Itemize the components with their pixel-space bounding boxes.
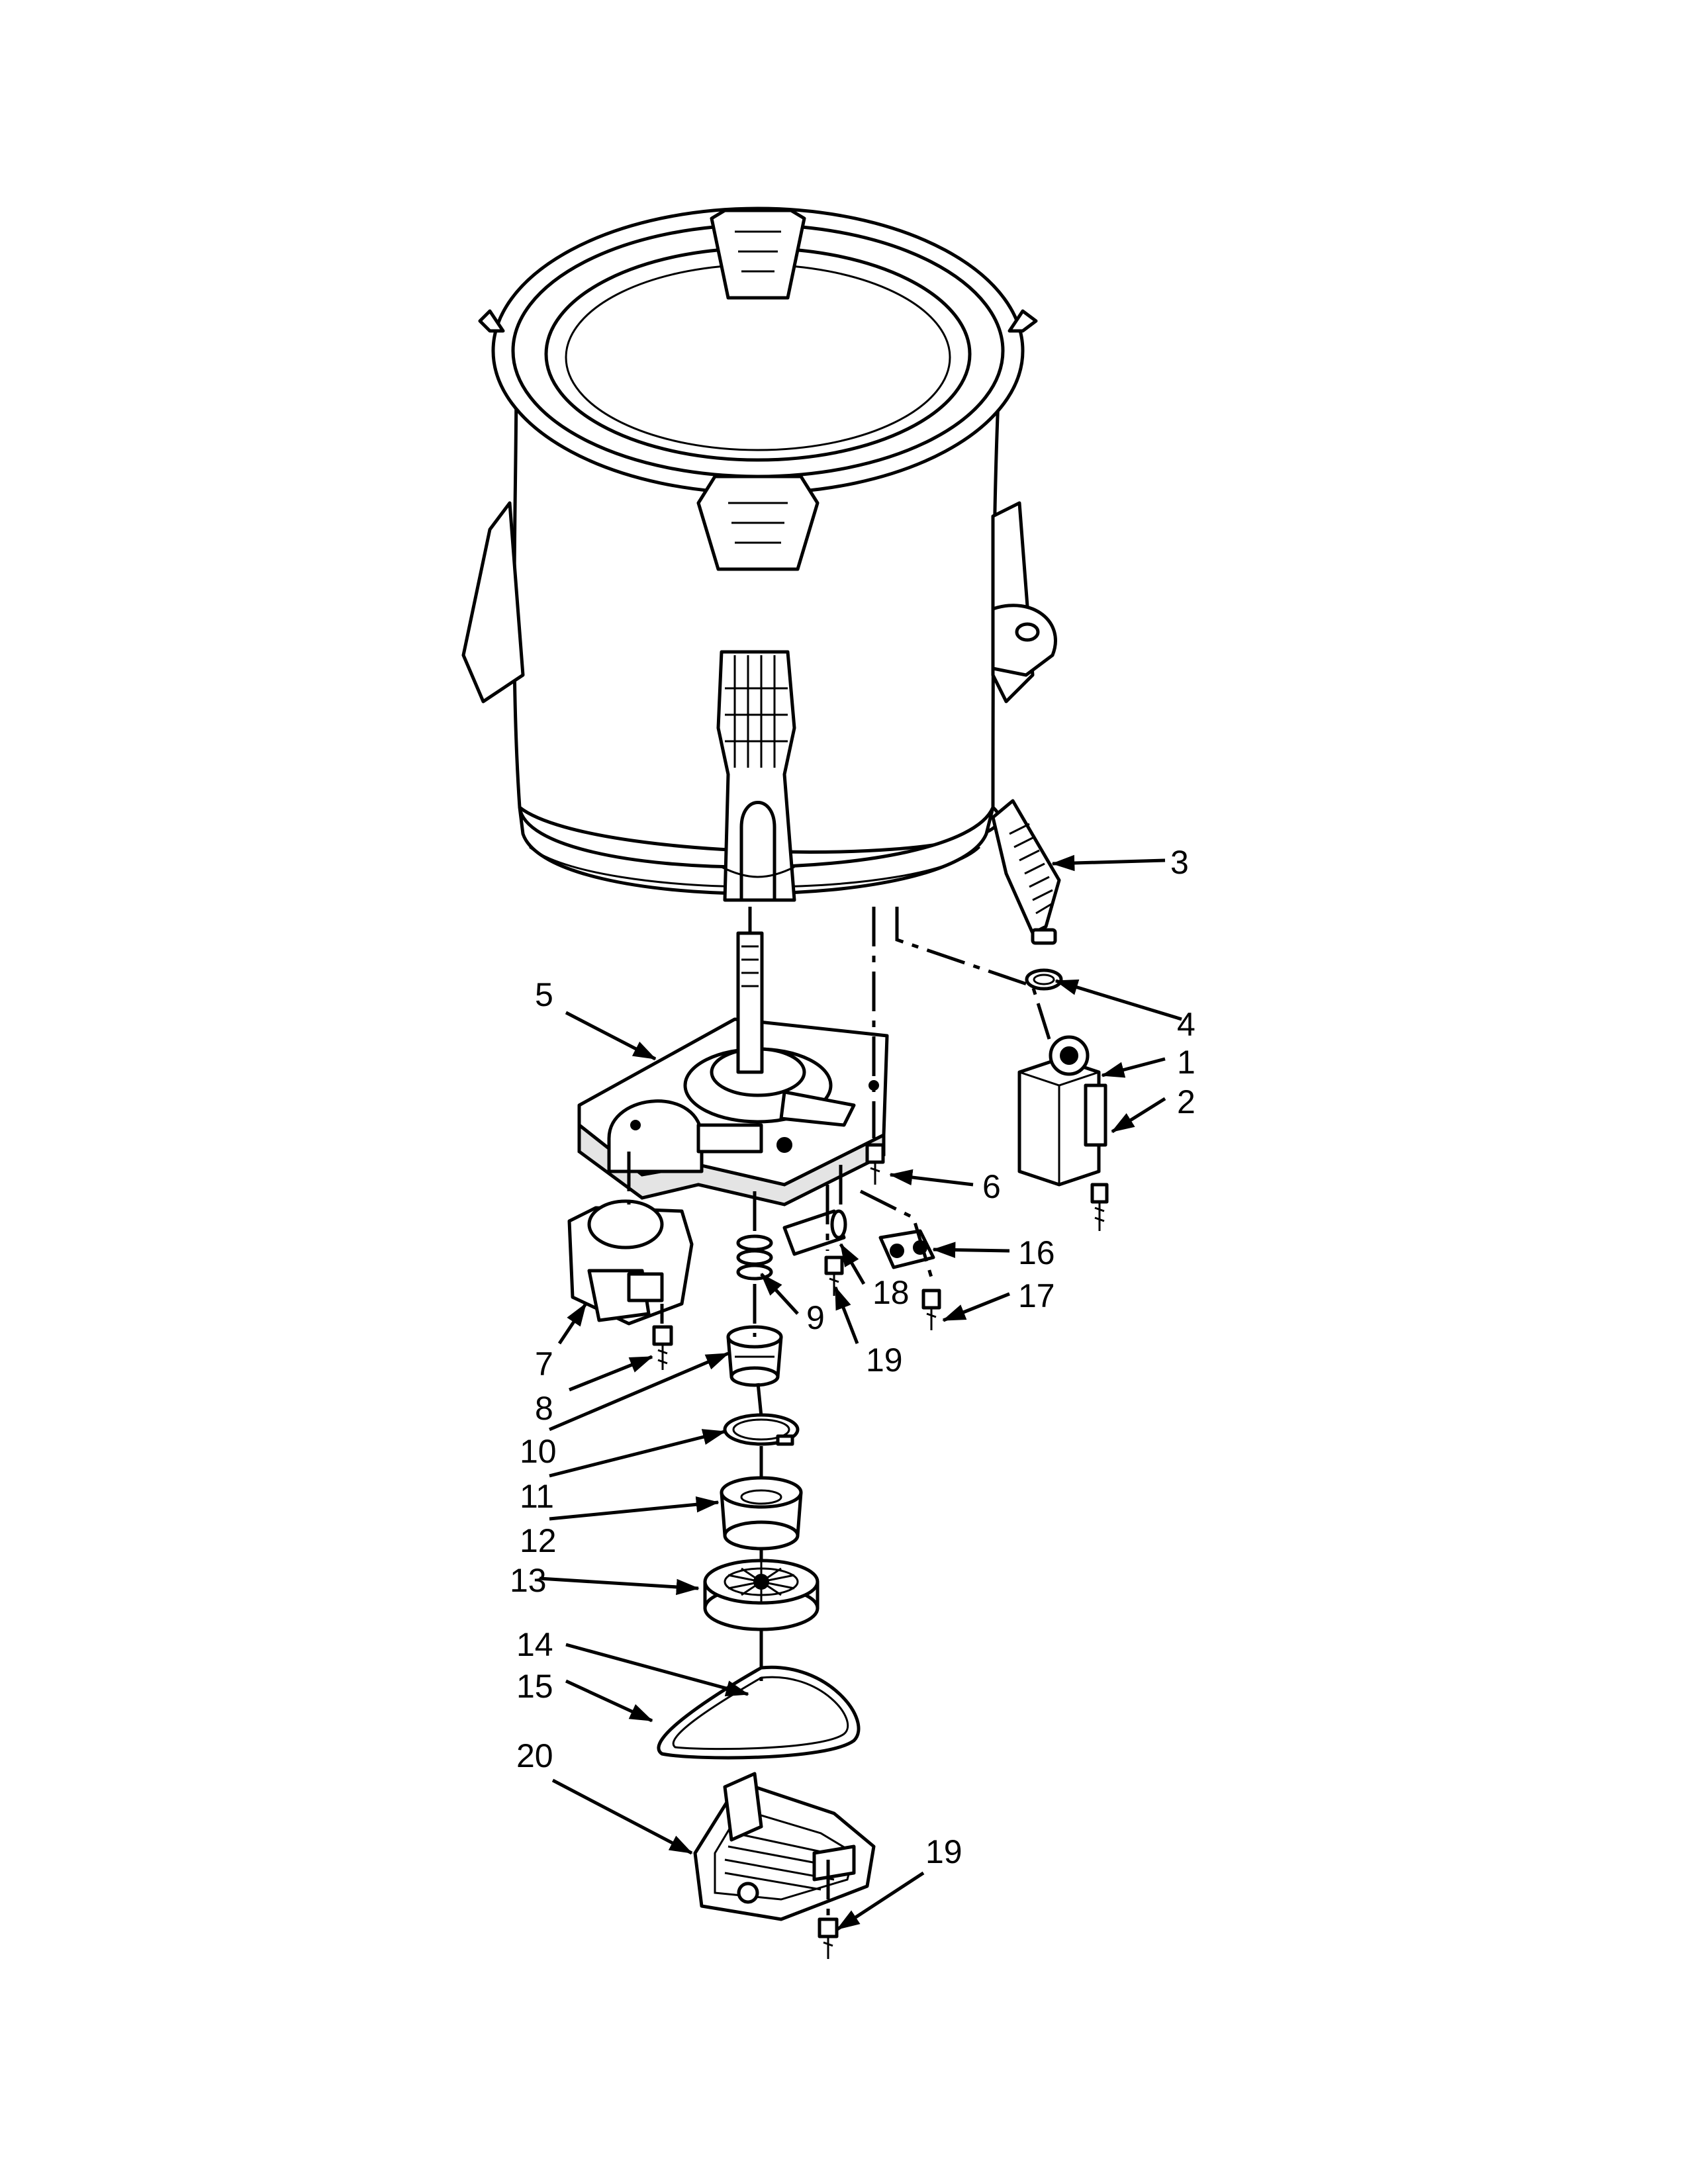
- bracket-screw: [818, 1917, 839, 1959]
- capacitor: [782, 1209, 847, 1256]
- motor-mount-bracket: [693, 1772, 876, 1921]
- motor-screw: [652, 1325, 673, 1370]
- callout-4: 4: [1177, 1006, 1196, 1043]
- callout-17: 17: [1018, 1277, 1055, 1314]
- callout-19-upper: 19: [866, 1342, 903, 1379]
- tub-ring: [478, 206, 1038, 571]
- drive-pulley: [703, 1559, 820, 1631]
- gearcase-and-mounting-plate: [577, 931, 889, 1206]
- callout-8: 8: [535, 1390, 553, 1427]
- retaining-ring: [723, 1413, 800, 1446]
- drive-motor: [567, 1199, 694, 1326]
- lid-switch-module: [878, 1229, 935, 1269]
- callout-13: 13: [510, 1562, 547, 1599]
- callout-14: 14: [516, 1626, 553, 1663]
- callout-9: 9: [806, 1299, 825, 1336]
- callout-18: 18: [872, 1274, 910, 1311]
- callout-numbers: 1 2 3 4 5 6 7 8 9 10 11 12 13 14 15 16 1…: [510, 844, 1196, 1870]
- callout-6: 6: [982, 1168, 1001, 1205]
- tub-reinforcement-rib: [716, 650, 796, 902]
- hose-clamp: [1025, 968, 1063, 991]
- callout-20: 20: [516, 1737, 553, 1774]
- pump-screw: [1090, 1183, 1109, 1231]
- outer-tub: [461, 369, 1057, 895]
- callout-10: 10: [520, 1433, 557, 1470]
- callout-3: 3: [1170, 844, 1189, 881]
- callout-5: 5: [535, 976, 553, 1013]
- spring: [736, 1234, 773, 1281]
- callout-16: 16: [1018, 1234, 1055, 1271]
- assembly-lines: [627, 907, 1051, 1916]
- leader-lines: [539, 854, 1182, 1931]
- callout-11: 11: [520, 1478, 554, 1515]
- capacitor-screw: [824, 1255, 844, 1296]
- callout-7: 7: [535, 1345, 553, 1383]
- drain-pump: [1017, 1035, 1107, 1187]
- clutch-housing: [720, 1476, 803, 1551]
- module-screw: [921, 1289, 941, 1330]
- drive-belt: [657, 1665, 861, 1760]
- drain-hose: [991, 799, 1061, 945]
- callout-2: 2: [1177, 1083, 1196, 1120]
- callout-1: 1: [1177, 1044, 1196, 1081]
- clutch-collar: [726, 1325, 783, 1387]
- callout-12: 12: [520, 1522, 557, 1559]
- mounting-plate-screw: [865, 1143, 885, 1185]
- callout-19-lower: 19: [925, 1833, 962, 1870]
- callout-15: 15: [516, 1668, 553, 1705]
